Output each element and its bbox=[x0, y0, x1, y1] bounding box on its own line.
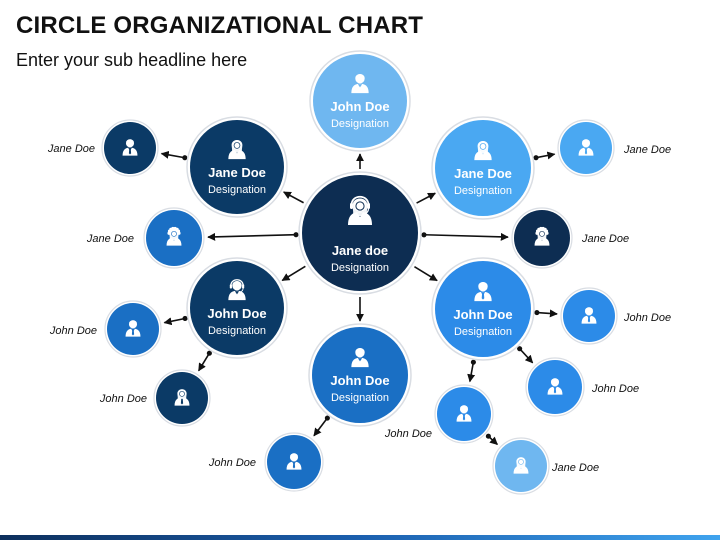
node-designation: Designation bbox=[331, 262, 389, 274]
page-subtitle: Enter your sub headline here bbox=[16, 50, 248, 70]
man-tie-icon bbox=[547, 378, 563, 395]
man-headset-icon bbox=[228, 279, 246, 301]
satellite-label: Jane Doe bbox=[581, 233, 629, 245]
woman-curly-icon bbox=[534, 226, 550, 246]
woman-headset-icon bbox=[348, 195, 372, 225]
connector-arrow bbox=[534, 309, 558, 318]
node-designation: Designation bbox=[454, 326, 512, 338]
connector-arrow bbox=[485, 433, 498, 446]
node-designation: Designation bbox=[454, 185, 512, 197]
satellite-node[interactable]: Jane Doe bbox=[86, 207, 205, 269]
woman-icon bbox=[228, 140, 246, 160]
connector-arrow bbox=[163, 315, 188, 326]
satellite-node[interactable]: John Doe bbox=[49, 300, 162, 358]
connector-arrow bbox=[198, 350, 212, 372]
connector-arrows bbox=[160, 150, 558, 446]
satellite-node[interactable]: John Doe bbox=[208, 432, 324, 492]
node-designation: Designation bbox=[331, 118, 389, 130]
satellite-label: Jane Doe bbox=[86, 233, 134, 245]
woman-tie-icon bbox=[174, 389, 190, 406]
node-designation: Designation bbox=[208, 325, 266, 337]
satellite-label: John Doe bbox=[384, 428, 432, 440]
node-name: Jane doe bbox=[332, 243, 388, 258]
node-name: John Doe bbox=[207, 306, 266, 321]
node-disc bbox=[190, 261, 284, 355]
node-name: Jane Doe bbox=[208, 165, 266, 180]
man-tie-icon bbox=[578, 139, 594, 156]
satellite-node[interactable]: Jane Doe bbox=[47, 119, 159, 177]
node-name: Jane Doe bbox=[454, 166, 512, 181]
woman-curly-icon bbox=[166, 226, 182, 246]
satellite-node[interactable]: Jane Doe bbox=[492, 437, 599, 495]
connector-arrow bbox=[207, 232, 299, 241]
node-designation: Designation bbox=[208, 184, 266, 196]
satellite-node[interactable]: Jane Doe bbox=[511, 207, 629, 269]
node-disc bbox=[435, 120, 531, 216]
page-title: CIRCLE ORGANIZATIONAL CHART bbox=[16, 12, 424, 39]
satellite-node[interactable]: John Doe bbox=[560, 287, 671, 345]
man-icon bbox=[351, 348, 369, 368]
connector-arrow bbox=[282, 191, 304, 204]
man-tie-icon bbox=[122, 139, 138, 156]
satellite-node[interactable]: John Doe bbox=[99, 369, 211, 427]
node-designation: Designation bbox=[331, 392, 389, 404]
connector-arrow bbox=[281, 265, 306, 282]
connector-arrow bbox=[313, 415, 330, 437]
node-disc bbox=[190, 120, 284, 214]
node-disc bbox=[312, 327, 408, 423]
node-name: John Doe bbox=[453, 307, 512, 322]
satellite-label: Jane Doe bbox=[47, 143, 95, 155]
man-tie-icon bbox=[125, 320, 141, 337]
connector-arrow bbox=[467, 359, 476, 383]
satellite-label: Jane Doe bbox=[551, 462, 599, 474]
connector-arrow bbox=[160, 150, 188, 161]
satellite-node[interactable]: Jane Doe bbox=[557, 119, 671, 177]
node-name: John Doe bbox=[330, 99, 389, 114]
satellite-label: John Doe bbox=[591, 383, 639, 395]
man-icon bbox=[351, 74, 369, 94]
connector-arrow bbox=[517, 346, 534, 364]
satellite-node[interactable]: John Doe bbox=[525, 357, 639, 417]
woman-icon bbox=[513, 457, 529, 474]
satellite-label: John Doe bbox=[623, 312, 671, 324]
man-tie-icon bbox=[456, 405, 472, 422]
satellite-label: Jane Doe bbox=[623, 144, 671, 156]
connector-arrow bbox=[414, 265, 438, 282]
node-disc bbox=[435, 261, 531, 357]
bottom-accent-bar bbox=[0, 535, 720, 540]
node-disc bbox=[313, 54, 407, 148]
man-tie-icon bbox=[474, 282, 492, 302]
satellite-label: John Doe bbox=[208, 457, 256, 469]
satellite-label: John Doe bbox=[49, 325, 97, 337]
satellite-node[interactable]: John Doe bbox=[384, 384, 494, 444]
connector-arrow bbox=[416, 192, 436, 204]
woman-icon bbox=[474, 141, 492, 161]
connector-arrow bbox=[533, 151, 556, 161]
man-tie-icon bbox=[286, 453, 302, 470]
node-name: John Doe bbox=[330, 373, 389, 388]
man-tie-icon bbox=[581, 307, 597, 324]
satellite-label: John Doe bbox=[99, 393, 147, 405]
node-disc bbox=[302, 175, 418, 291]
connector-arrow bbox=[421, 232, 509, 241]
